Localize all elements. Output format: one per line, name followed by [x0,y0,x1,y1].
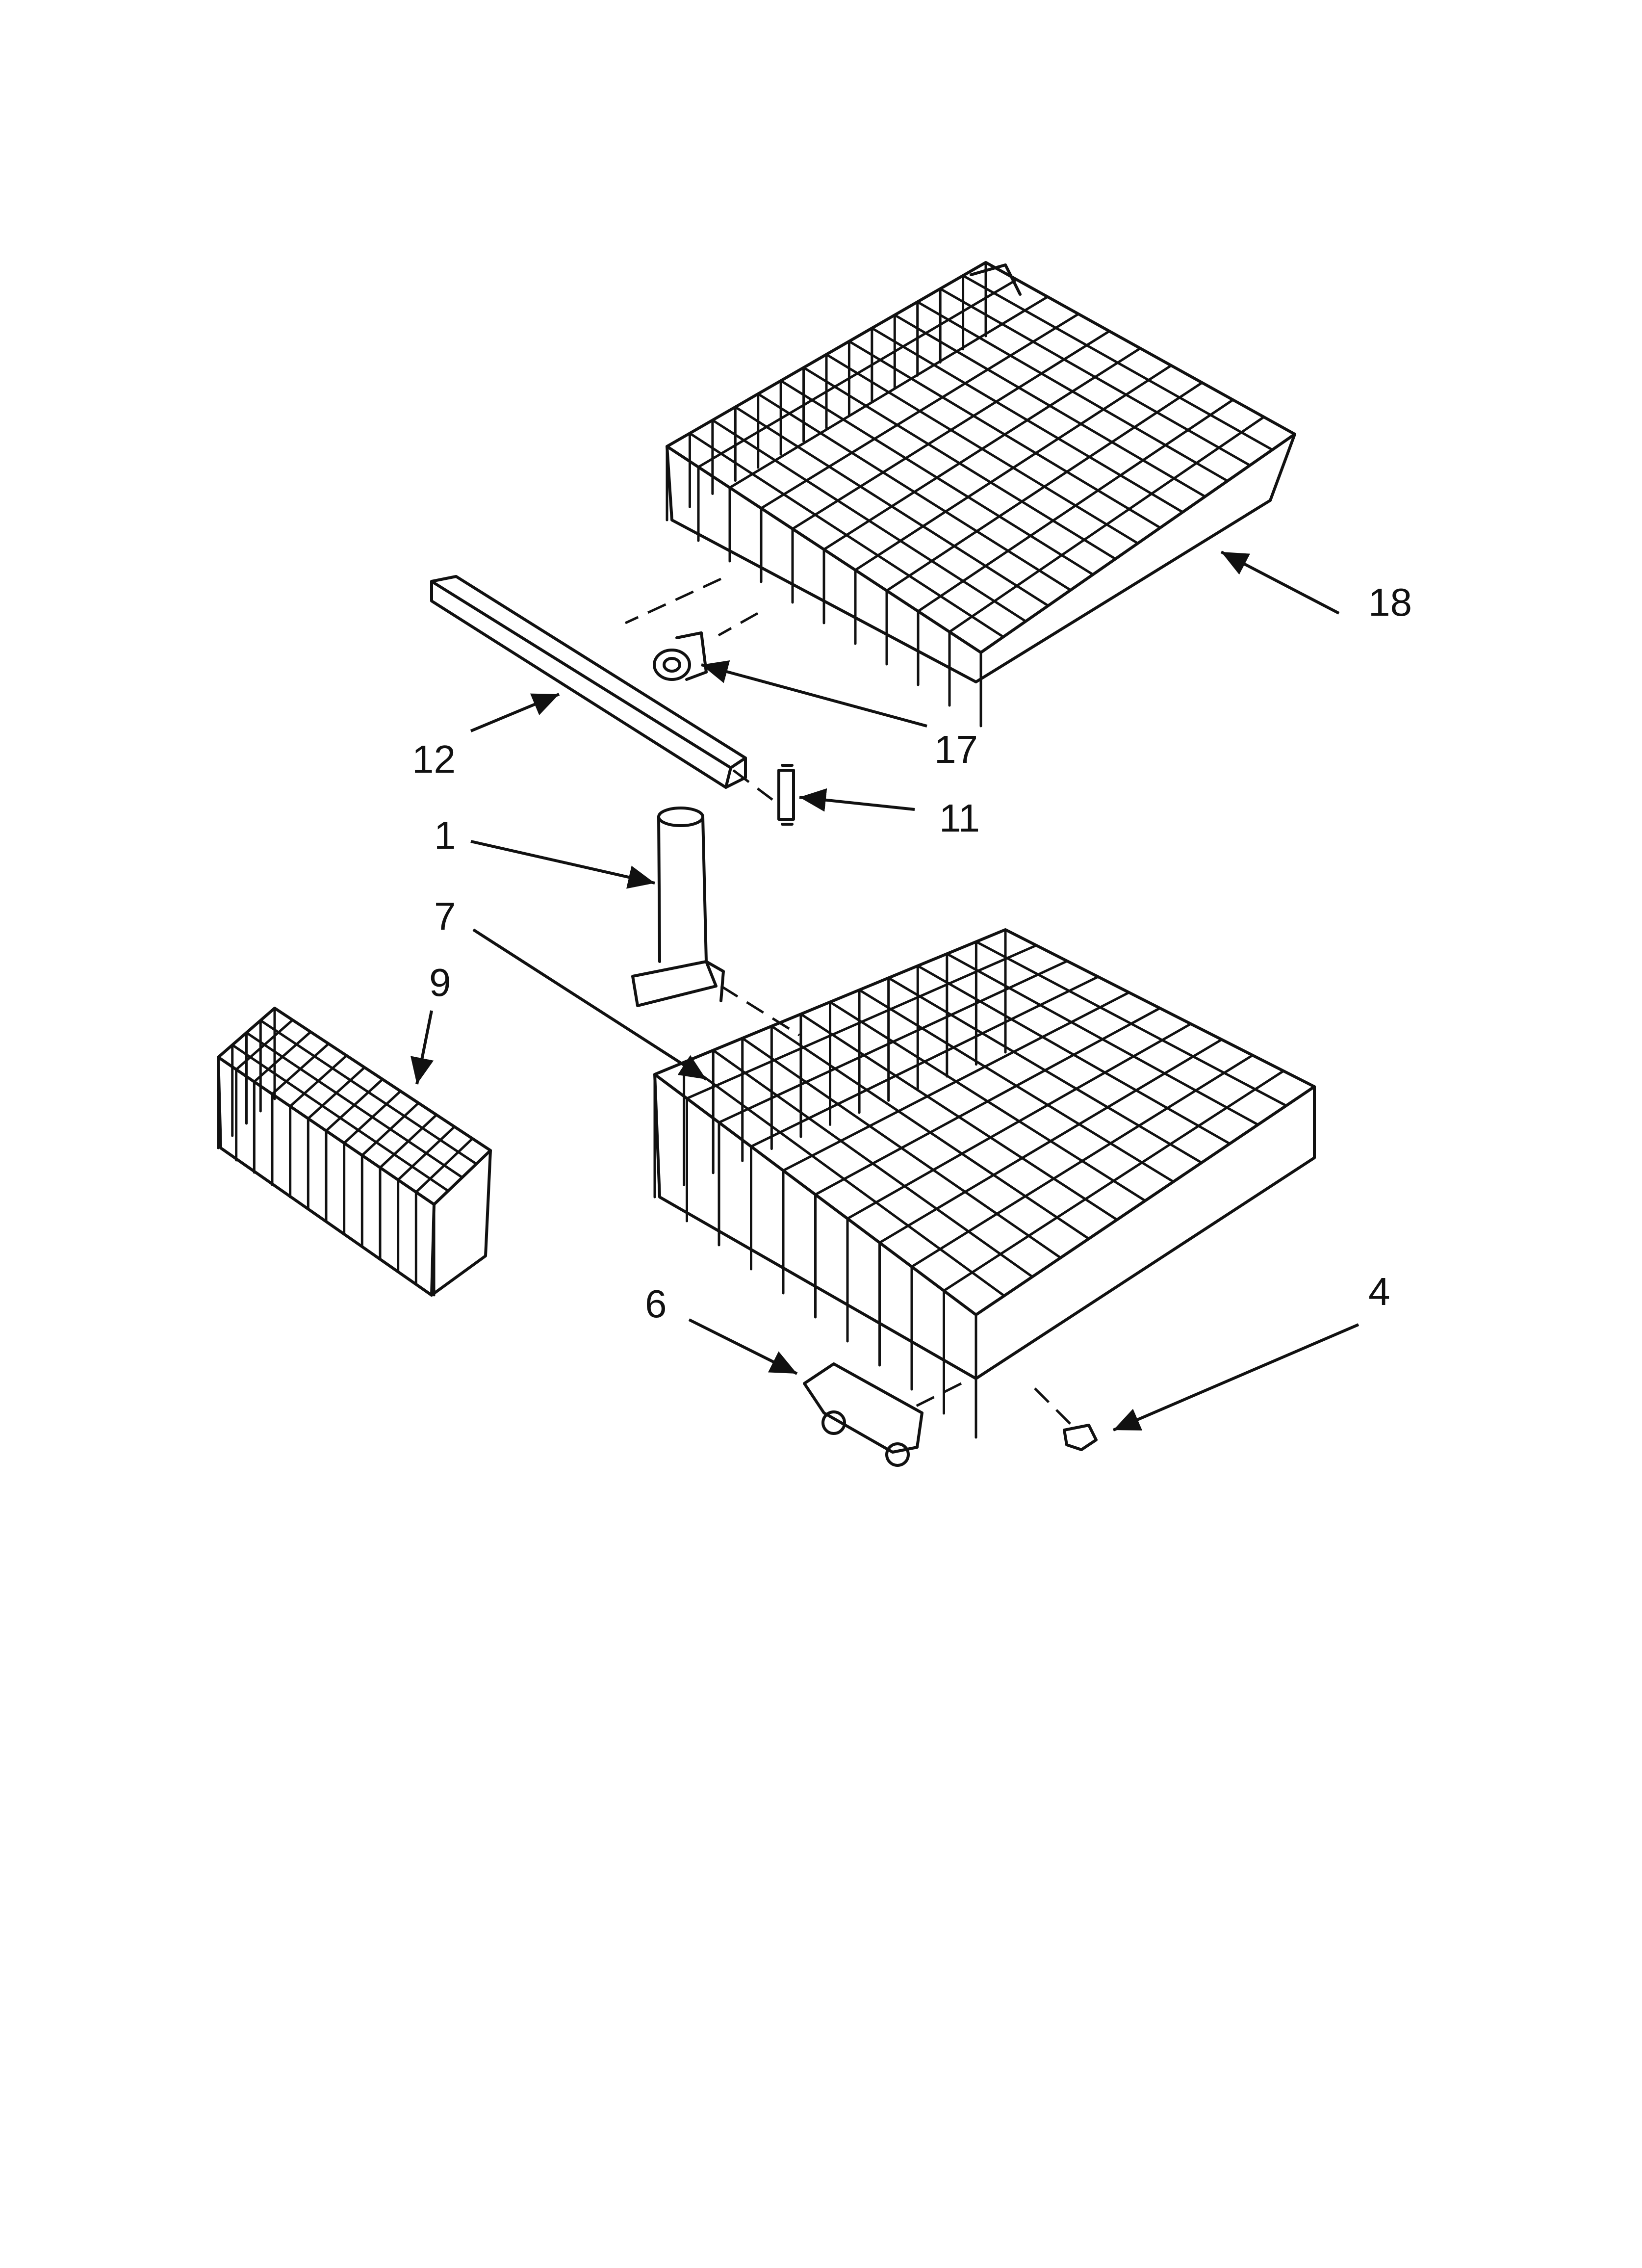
callout-7: 7 [434,894,456,938]
callout-6: 6 [645,1282,667,1326]
wheel-bracket-part-6 [803,1362,924,1467]
callout-4: 4 [1368,1270,1390,1313]
tube-part-1 [631,807,725,1007]
assembly-lines [624,577,1073,1426]
stop-part-4 [1063,1424,1098,1451]
rail-part-12 [430,575,747,789]
roller-part-17 [653,631,708,681]
callout-11: 11 [939,796,980,840]
callout-12: 12 [412,737,456,781]
lower-rack-part-7 [653,928,1316,1439]
silverware-basket-part-9 [217,1007,492,1297]
callout-9: 9 [429,961,451,1004]
upper-rack-part-18 [666,261,1296,728]
clip-part-11 [777,764,795,826]
leader-lines [410,550,1360,1432]
callout-1: 1 [434,813,456,857]
callout-17: 17 [934,728,978,771]
callout-18: 18 [1368,580,1412,624]
